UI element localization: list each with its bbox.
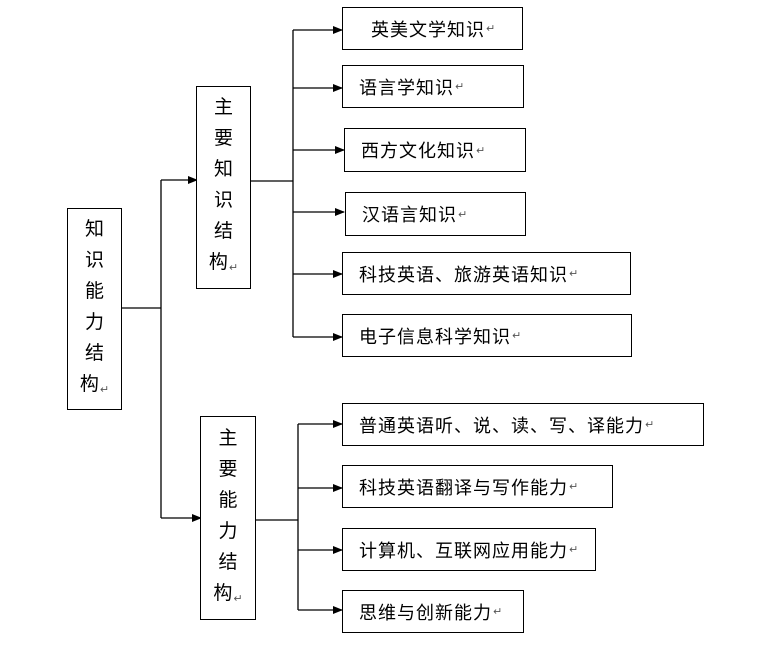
paragraph-mark-icon: ↵ [476,143,487,157]
ability-item-4-label: 思维与创新能力 [359,602,492,624]
knowledge-item-2: 语言学知识↵ [342,65,524,108]
paragraph-mark-icon: ↵ [458,207,469,221]
knowledge-item-4: 汉语言知识↵ [345,192,526,236]
vertical-char: 识 [213,189,233,211]
paragraph-mark-icon: ↵ [569,543,580,556]
vertical-char: 能 [84,279,104,302]
vertical-char: 知 [84,217,104,240]
paragraph-mark-icon: ↵ [455,80,466,93]
paragraph-mark-icon: ↵ [99,382,110,396]
knowledge-item-6: 电子信息科学知识↵ [342,314,632,357]
paragraph-mark-icon: ↵ [233,591,243,605]
vertical-char: 主 [218,426,238,449]
ability-item-3: 计算机、互联网应用能力↵ [342,528,596,571]
vertical-char: 结 [218,550,238,573]
paragraph-mark-icon: ↵ [486,22,497,35]
vertical-char: 识 [84,248,104,271]
ability-item-4: 思维与创新能力↵ [342,590,524,633]
ability-item-2-label: 科技英语翻译与写作能力 [359,477,568,499]
root-node: 知识能力结构↵ [67,208,122,410]
vertical-char: 结 [84,341,104,364]
vertical-char: 结 [213,220,233,242]
vertical-char: 构↵ [213,581,243,605]
vertical-char: 要 [213,127,233,149]
paragraph-mark-icon: ↵ [645,418,656,431]
knowledge-structure-node: 主要知识结构↵ [196,86,251,289]
knowledge-item-1-label: 英美文学知识 [371,19,485,41]
paragraph-mark-icon: ↵ [512,329,523,342]
vertical-char: 构↵ [208,251,239,274]
paragraph-mark-icon: ↵ [569,267,580,280]
ability-item-2: 科技英语翻译与写作能力↵ [342,465,613,508]
knowledge-item-5-label: 科技英语、旅游英语知识 [359,264,568,286]
paragraph-mark-icon: ↵ [228,261,239,274]
vertical-char: 能 [218,488,238,511]
vertical-char: 力 [84,310,104,333]
vertical-char: 力 [218,519,238,542]
vertical-char: 要 [218,457,238,480]
ability-item-1-label: 普通英语听、说、读、写、译能力 [359,415,644,437]
ability-structure-node: 主要能力结构↵ [200,416,256,620]
paragraph-mark-icon: ↵ [569,480,580,493]
ability-item-3-label: 计算机、互联网应用能力 [359,540,568,562]
knowledge-item-4-label: 汉语言知识 [362,205,457,226]
ability-item-1: 普通英语听、说、读、写、译能力↵ [342,403,704,446]
knowledge-item-6-label: 电子信息科学知识 [359,326,511,348]
vertical-char: 构↵ [79,372,110,396]
vertical-char: 主 [213,96,233,118]
knowledge-item-1: 英美文学知识↵ [342,7,523,50]
vertical-char: 知 [213,158,233,180]
paragraph-mark-icon: ↵ [493,605,504,618]
knowledge-item-3: 西方文化知识↵ [344,128,526,172]
knowledge-item-3-label: 西方文化知识 [361,141,475,162]
knowledge-item-5: 科技英语、旅游英语知识↵ [342,252,631,295]
knowledge-item-2-label: 语言学知识 [359,77,454,99]
